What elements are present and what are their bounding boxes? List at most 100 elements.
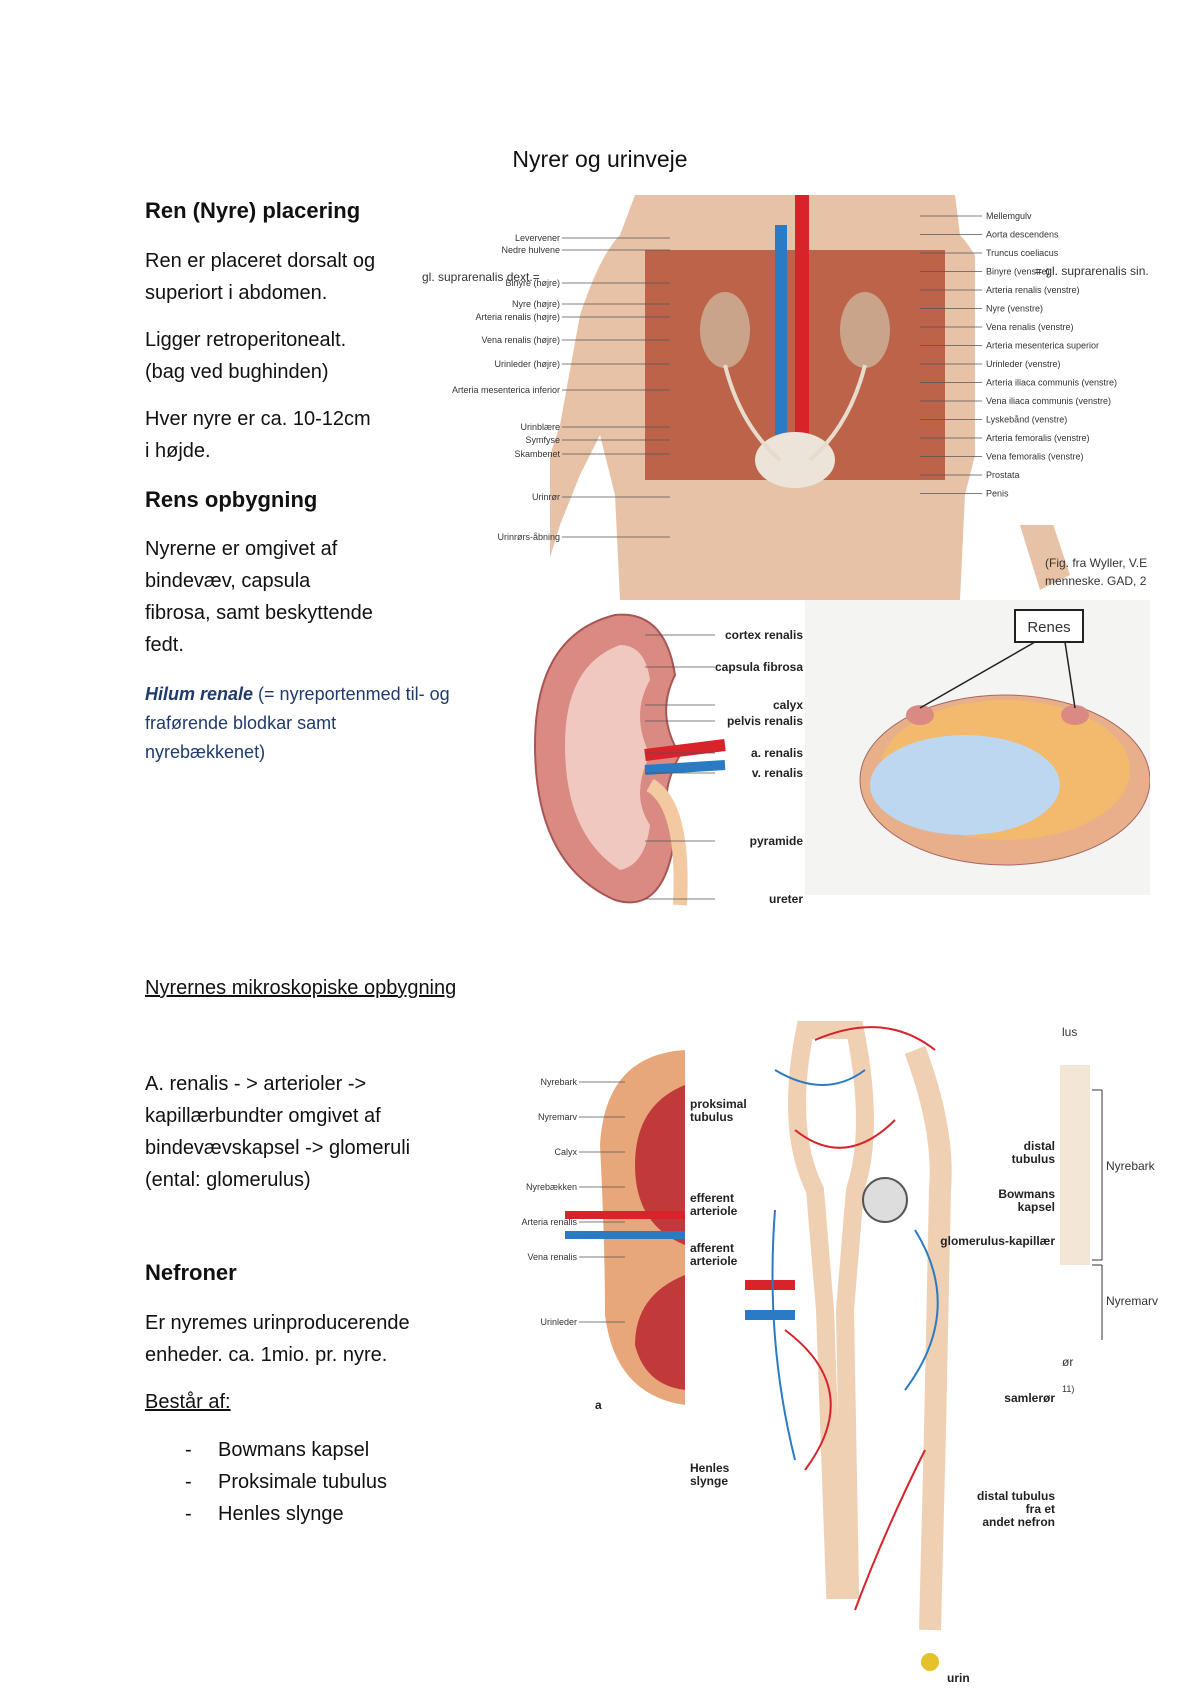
figure-label: Nyrebark [1106,1159,1156,1173]
figure-label: kapsel [1018,1200,1055,1214]
figure-label: Arteria mesenterica superior [986,341,1099,351]
figure-label: lus [1062,1025,1077,1039]
list-item: Proksimale tubulus [145,1466,525,1498]
cavity [870,735,1060,835]
pointer [1064,641,1076,709]
figure-label: Urinrør [532,492,560,502]
text-line: Hilum renale (= nyreportenmed til- og [145,680,505,709]
figure-label: capsula fibrosa [715,660,803,674]
heading-placering: Ren (Nyre) placering [145,198,361,223]
figure-label: tubulus [690,1110,734,1124]
credit-2: menneske. GAD, 2 [1045,574,1147,588]
figure-label: distal [1024,1139,1055,1153]
cortex-strip [1060,1065,1090,1265]
figure-label: Nedre hulvene [501,245,560,255]
text-line: i højde. [145,440,211,462]
note-dext: gl. suprarenalis dext.= [422,270,540,284]
figure-label: Calyx [554,1147,577,1157]
figure-label: Aorta descendens [986,230,1059,240]
kidney-medulla [565,645,650,870]
figure-label: Levervener [515,233,560,243]
text-line: Ren er placeret dorsalt og [145,250,376,272]
figure-label: 11) [1062,1384,1074,1394]
figure-label: Arteria mesenterica inferior [452,385,560,395]
text-line: fraførende blodkar samt [145,713,337,733]
ureter-right [723,364,782,462]
figure-label: Vena iliaca communis (venstre) [986,396,1111,406]
figure-label: cortex renalis [725,628,803,642]
figure-label: Vena renalis (højre) [481,335,560,345]
note-sin: = gl. suprarenalis sin. [1035,264,1149,278]
figure-label: Nyremarv [1106,1294,1158,1308]
nefron-parts-list: Bowmans kapsel Proksimale tubulus Henles… [145,1434,525,1530]
text-line: fibrosa, samt beskyttende [145,602,373,624]
figure-label: Arteria renalis [521,1217,577,1227]
kidney-left-cs [1061,705,1089,725]
figure-label: Binyre (højre) [505,278,560,288]
kidney-half-inner [635,1275,685,1390]
label-area-right [975,195,1160,525]
figure-label: ør [1062,1355,1073,1369]
heading-opbygning: Rens opbygning [145,487,318,512]
paragraph-hilum: Hilum renale (= nyreportenmed til- og fr… [145,680,505,767]
page-title: Nyrer og urinveje [512,146,688,172]
proximal-tubule [788,1021,874,1599]
kidney-left [840,292,890,368]
figure-label: Arteria renalis (højre) [475,312,560,322]
label-area-left [420,195,550,600]
ureter-left [808,364,867,462]
figure-label: Lyskebånd (venstre) [986,415,1067,425]
kidney-right-cs [906,705,934,725]
renes-box [1014,609,1084,643]
aorta [795,195,809,455]
list-item: Bowmans kapsel [145,1434,525,1466]
figure-cross-section: Renes [805,600,1150,895]
figure-label: Arteria femoralis (venstre) [986,433,1090,443]
nephron-labels: proksimaltubulusefferentarterioleafferen… [690,1097,1055,1685]
figure-label: pyramide [750,834,804,848]
text-line: bindevæv, capsula [145,570,311,592]
figure-label: Urinblære [520,422,560,432]
text-line: enheder. ca. 1mio. pr. nyre. [145,1344,388,1366]
figure-label: fra et [1026,1502,1055,1516]
figure-label: Vena renalis [527,1252,577,1262]
hilum-rest: (= nyreportenmed til- og [253,684,450,704]
figure-label: Skambenet [514,449,560,459]
figure-label: proksimal [690,1097,747,1111]
figure-label: slynge [690,1474,728,1488]
urine-drop [921,1653,939,1671]
vena-cava [775,225,787,455]
figure-label: Prostata [986,470,1020,480]
text-line: (bag ved bughinden) [145,361,329,383]
fig-letter: a [595,1398,602,1412]
figure-label: Nyremarv [538,1112,578,1122]
text-line: Ligger retroperitonealt. [145,329,347,351]
text-line: superiort i abdomen. [145,282,328,304]
figure-label: Urinleder [540,1317,577,1327]
heading-består: Består af: [145,1391,231,1413]
kidney-half-inner [635,1085,685,1245]
renal-vein [644,760,726,775]
figure-label: Urinleder (venstre) [986,359,1061,369]
paragraph-mikroskopisk: A. renalis - > arterioler -> kapillærbun… [145,1068,410,1196]
figure-label: tubulus [1012,1152,1056,1166]
text-line: nyrebækkenet) [145,742,266,762]
figure-label: Mellemgulv [986,211,1032,221]
renes-label: Renes [1027,619,1070,636]
figure-label: Nyrebækken [526,1182,577,1192]
figure-label: ureter [769,892,803,906]
figure-label: afferent [690,1241,734,1255]
text-line: kapillærbundter omgivet af [145,1105,381,1127]
figure-label: arteriole [690,1254,738,1268]
figure-label: Nyre (venstre) [986,304,1043,314]
figure-nephron: proksimaltubulusefferentarterioleafferen… [690,1021,1055,1685]
figure-label: Symfyse [525,435,560,445]
text-line: bindevævskapsel -> glomeruli [145,1137,411,1159]
figure-label: Arteria renalis (venstre) [986,285,1080,295]
